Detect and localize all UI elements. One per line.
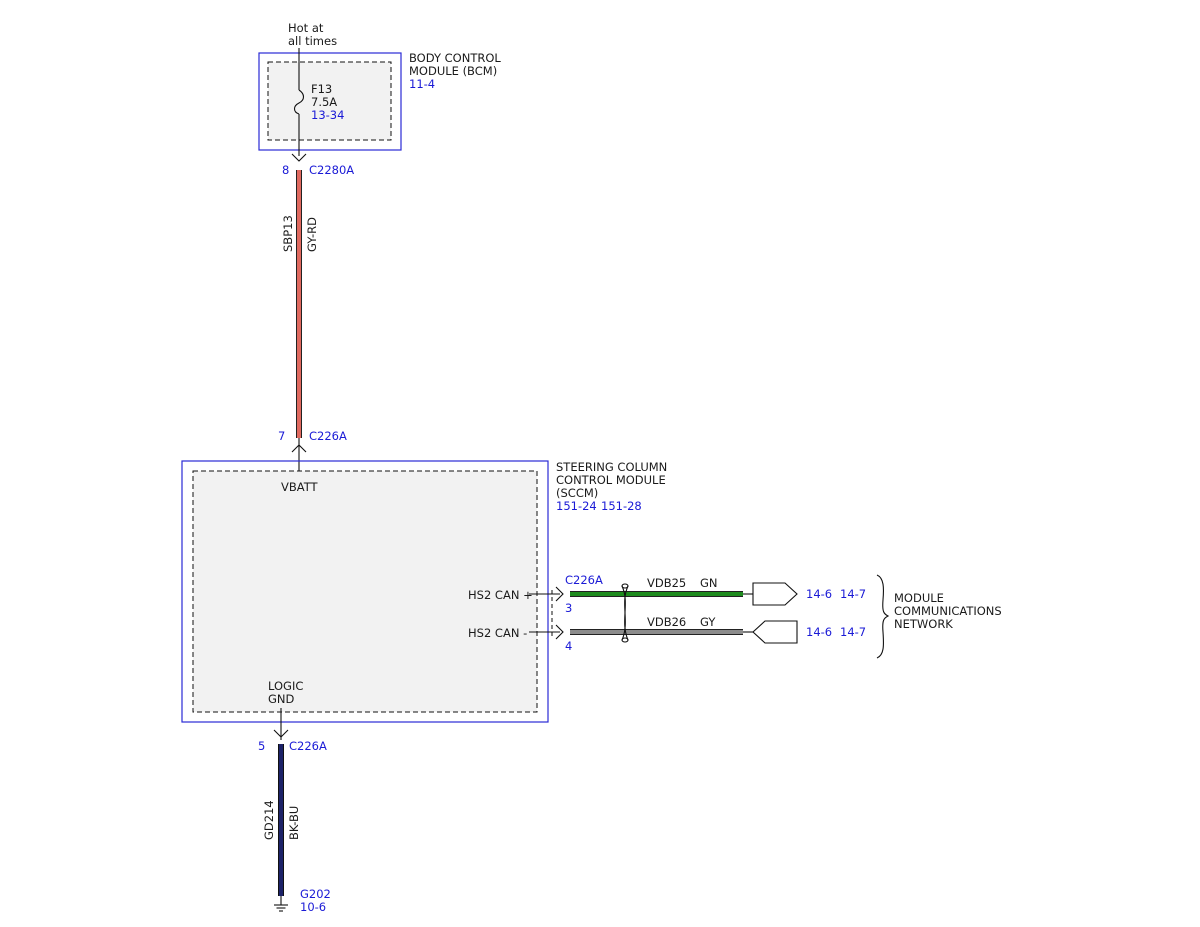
- can-low-offpage-arrow-icon[interactable]: [752, 620, 798, 644]
- can-low-ref-link-1[interactable]: 14-6: [806, 625, 832, 639]
- c226a-can-minus-connector-icon: [555, 624, 564, 640]
- power-wire-group: SBP13 GY-RD: [281, 170, 319, 438]
- can-high-circuit: VDB25: [647, 576, 686, 590]
- twisted-pair-bottom-cap: [621, 637, 629, 643]
- twisted-pair-icon-b: [621, 585, 629, 641]
- can-high-wire[interactable]: [570, 592, 743, 596]
- bcm-name-1: BODY CONTROL: [409, 51, 501, 65]
- sccm-vbatt-connector[interactable]: C226A: [309, 429, 347, 443]
- network-label-3: NETWORK: [894, 617, 953, 631]
- ground-wire-circuit: GD214: [262, 800, 276, 840]
- sccm-ref-link-2[interactable]: 151-28: [601, 499, 642, 513]
- can-low-wire[interactable]: [570, 630, 743, 634]
- c226a-gnd-connector-icon: [273, 729, 289, 738]
- bcm-connector-label[interactable]: C2280A: [309, 163, 354, 177]
- can-low-color-code: GY: [700, 615, 716, 629]
- bcm-supply-label-2: all times: [288, 34, 337, 48]
- sccm-vbatt-label: VBATT: [281, 480, 319, 494]
- sccm-name-3: (SCCM): [556, 486, 598, 500]
- power-wire-circuit: SBP13: [281, 215, 295, 252]
- can-high-ref-link-2[interactable]: 14-7: [840, 587, 866, 601]
- sccm-name-2: CONTROL MODULE: [556, 473, 666, 487]
- sccm-gnd-label-1: LOGIC: [268, 679, 303, 693]
- sccm-gnd-label-2: GND: [268, 692, 295, 706]
- fuse-rating: 7.5A: [311, 95, 337, 109]
- fuse-name: F13: [311, 82, 332, 96]
- power-wire-color-code: GY-RD: [305, 217, 319, 252]
- network-label-2: COMMUNICATIONS: [894, 604, 1002, 618]
- network-brace-icon: [876, 574, 890, 659]
- can-high-ref-link-1[interactable]: 14-6: [806, 587, 832, 601]
- bcm-pin-number: 8: [282, 163, 289, 177]
- hs2-plus-pin: 3: [565, 601, 572, 615]
- can-high-offpage-arrow-icon[interactable]: [752, 582, 798, 606]
- can-high-color-code: GN: [700, 576, 718, 590]
- sccm-internal-box: [192, 470, 538, 713]
- can-low-ref-link-2[interactable]: 14-7: [840, 625, 866, 639]
- can-bus-group: C226A 3 4 VDB25 GN VDB26 GY 14-6 14-7 14…: [529, 573, 1002, 659]
- sccm-hs2-minus-label: HS2 CAN -: [468, 626, 527, 640]
- ground-wire[interactable]: [279, 744, 283, 896]
- bcm-name-2: MODULE (BCM): [409, 64, 497, 78]
- hs2-minus-pin: 4: [565, 639, 572, 653]
- gnd-connector-label[interactable]: C226A: [289, 739, 327, 753]
- sccm-vbatt-pin: 7: [278, 429, 285, 443]
- network-label-1: MODULE: [894, 591, 944, 605]
- ground-group: 5 C226A GD214 BK-BU G202 10-6: [258, 708, 331, 914]
- bcm-group: Hot at all times BODY CONTROL MODULE (BC…: [258, 21, 501, 177]
- c2280a-connector-icon: [291, 153, 307, 162]
- c226a-can-plus-connector-icon: [555, 586, 564, 602]
- sccm-frame[interactable]: [181, 460, 549, 723]
- sccm-hs2-plus-label: HS2 CAN +: [468, 588, 533, 602]
- fuse-f13-icon[interactable]: [293, 89, 305, 115]
- bcm-internal-box: [267, 61, 392, 141]
- fuse-ref-link[interactable]: 13-34: [311, 108, 344, 122]
- sccm-group: 7 C226A STEERING COLUMN CONTROL MODULE (…: [181, 429, 667, 723]
- can-connector-label[interactable]: C226A: [565, 573, 603, 587]
- sccm-name-1: STEERING COLUMN: [556, 460, 667, 474]
- bcm-frame[interactable]: [258, 52, 402, 151]
- ground-id-link[interactable]: G202: [300, 887, 331, 901]
- ground-wire-color-code: BK-BU: [287, 806, 301, 840]
- bcm-ref-link[interactable]: 11-4: [409, 77, 435, 91]
- power-wire[interactable]: [297, 170, 301, 438]
- twisted-pair-top-cap: [621, 583, 629, 589]
- can-low-circuit: VDB26: [647, 615, 686, 629]
- bcm-supply-label-1: Hot at: [288, 21, 324, 35]
- gnd-pin-number: 5: [258, 739, 265, 753]
- ground-ref-link[interactable]: 10-6: [300, 900, 326, 914]
- sccm-ref-link-1[interactable]: 151-24: [556, 499, 597, 513]
